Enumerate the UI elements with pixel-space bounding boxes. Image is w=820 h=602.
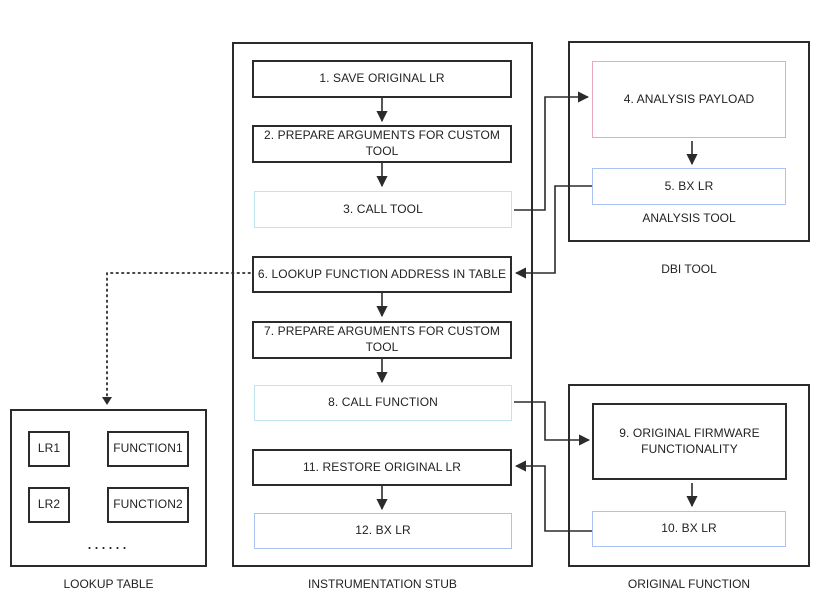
- step-1-save-original-lr: 1. SAVE ORIGINAL LR: [252, 60, 512, 98]
- instrumentation-stub-caption: INSTRUMENTATION STUB: [308, 577, 457, 591]
- lookup-cell-function2: FUNCTION2: [107, 487, 189, 523]
- lookup-table-caption: LOOKUP TABLE: [63, 577, 154, 591]
- step-4-analysis-payload: 4. ANALYSIS PAYLOAD: [592, 61, 786, 138]
- dbi-tool-frame: [568, 41, 810, 242]
- step-11-restore-original-lr: 11. RESTORE ORIGINAL LR: [252, 449, 512, 486]
- step-3-call-tool: 3. CALL TOOL: [254, 191, 512, 228]
- arrow-5-to-6: [514, 185, 592, 279]
- arrow-3-to-4: [514, 91, 590, 211]
- lookup-table-frame: [10, 409, 207, 567]
- step-9-original-firmware-functionality: 9. ORIGINAL FIRMWARE FUNCTIONALITY: [592, 403, 787, 480]
- instrumentation-stub-frame: [232, 42, 533, 567]
- lookup-cell-lr1: LR1: [28, 431, 70, 467]
- step-8-call-function: 8. CALL FUNCTION: [254, 385, 512, 421]
- analysis-tool-caption: ANALYSIS TOOL: [642, 211, 736, 225]
- lookup-cell-lr2: LR2: [28, 487, 70, 523]
- step-10-bx-lr: 10. BX LR: [592, 511, 786, 547]
- arrow-8-to-9: [514, 401, 591, 446]
- lookup-cell-function1: FUNCTION1: [107, 431, 189, 467]
- step-6-lookup-function-address: 6. LOOKUP FUNCTION ADDRESS IN TABLE: [252, 256, 512, 293]
- step-2-prepare-arguments: 2. PREPARE ARGUMENTS FOR CUSTOM TOOL: [252, 125, 512, 163]
- step-5-bx-lr: 5. BX LR: [592, 168, 786, 205]
- lookup-ellipsis: ......: [87, 533, 130, 553]
- dbi-tool-caption: DBI TOOL: [661, 262, 717, 276]
- arrow-6-to-lookup: [106, 272, 251, 402]
- original-function-frame: [568, 384, 810, 567]
- original-function-caption: ORIGINAL FUNCTION: [627, 577, 751, 591]
- step-12-bx-lr: 12. BX LR: [254, 513, 512, 549]
- step-7-prepare-arguments: 7. PREPARE ARGUMENTS FOR CUSTOM TOOL: [252, 321, 512, 359]
- arrow-10-to-11: [514, 460, 592, 532]
